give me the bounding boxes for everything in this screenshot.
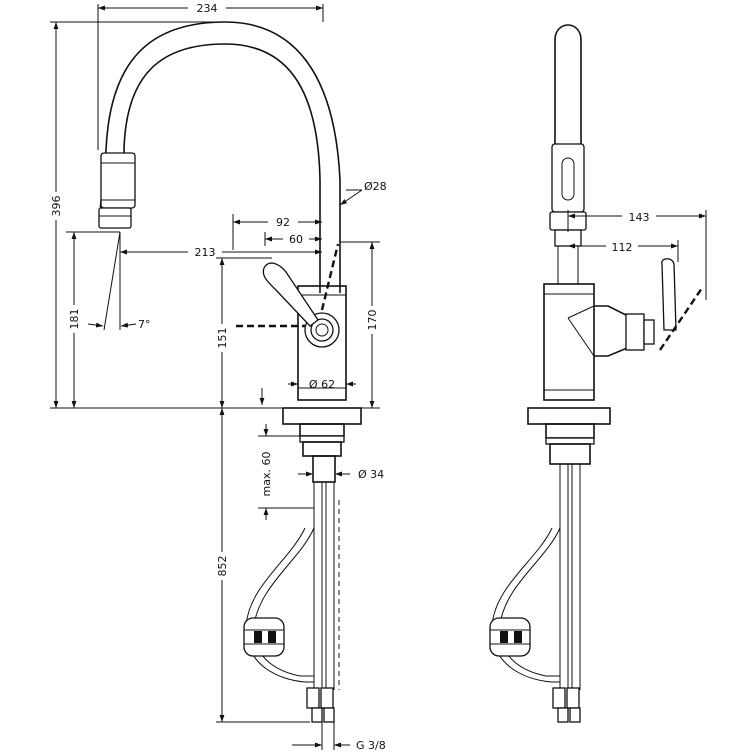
dim-151: 151 [216, 328, 229, 349]
faucet-body [297, 285, 347, 401]
dim-d28: Ø28 [364, 180, 387, 193]
dim-143: 143 [629, 211, 650, 224]
dim-181: 181 [68, 309, 81, 330]
dim-112: 112 [612, 241, 633, 254]
dim-213: 213 [195, 246, 216, 259]
dim-7deg: 7° [138, 318, 151, 331]
dim-60: 60 [289, 233, 303, 246]
side-dimensions: 143 112 [567, 209, 707, 300]
base-plate [282, 407, 362, 425]
shank [302, 441, 342, 457]
spout-outer [99, 21, 341, 293]
dim-92: 92 [276, 216, 290, 229]
side-spout [554, 24, 582, 144]
dim-d62: Ø 62 [309, 378, 335, 391]
dim-max60: max. 60 [260, 452, 273, 497]
dim-852: 852 [216, 556, 229, 577]
dim-170: 170 [366, 310, 379, 331]
side-body [543, 283, 595, 401]
hose-weight [243, 617, 285, 657]
side-lever [661, 258, 677, 331]
front-dimensions: 234 396 181 7° Ø28 92 60 213 [49, 0, 387, 752]
lever-handle [262, 262, 319, 327]
front-view [98, 21, 362, 723]
dim-396: 396 [50, 196, 63, 217]
dim-d34: Ø 34 [358, 468, 384, 481]
dim-234: 234 [197, 2, 218, 15]
side-view [489, 24, 703, 723]
spout-inner [123, 43, 321, 293]
side-hose-weight [489, 617, 531, 657]
dim-g38: G 3/8 [356, 739, 386, 752]
